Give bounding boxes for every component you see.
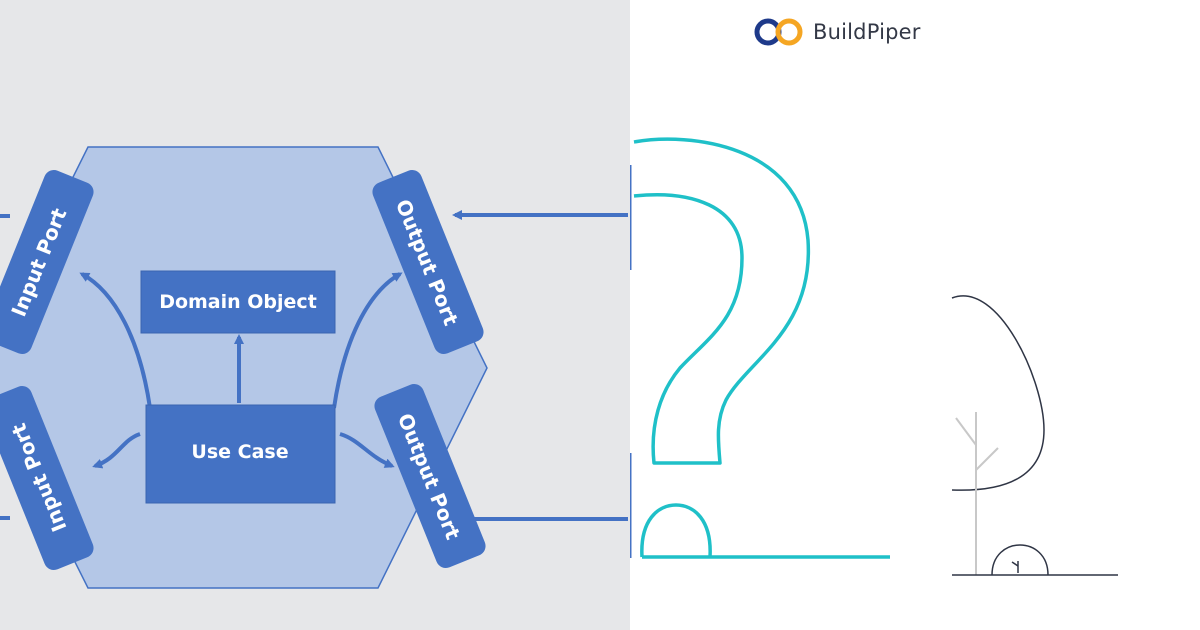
- question-illustration: [630, 137, 1118, 576]
- hexagon-boundary: [0, 146, 488, 589]
- clock-stump-icon: [991, 544, 1049, 576]
- domain-object-box: [140, 270, 336, 334]
- hexagonal-architecture-diagram: Domain Object Use Case Input Port Input …: [0, 146, 628, 589]
- infinity-logo-icon: [754, 18, 803, 46]
- brand-logo[interactable]: BuildPiper: [753, 14, 921, 50]
- question-mark-icon: [633, 137, 811, 465]
- tree-canopy-icon: [951, 295, 1045, 491]
- arrow-usecase-to-input-bottom: [92, 432, 141, 469]
- brand-name: BuildPiper: [813, 20, 921, 44]
- question-dot-icon: [640, 503, 712, 558]
- tree-branch-right: [975, 447, 999, 471]
- arrow-usecase-to-output-top: [332, 272, 403, 409]
- use-case-label: Use Case: [191, 441, 288, 463]
- clock-hand-b: [1011, 561, 1019, 567]
- architecture-diagram-panel: Domain Object Use Case Input Port Input …: [0, 0, 630, 630]
- arrow-usecase-to-output-bottom: [339, 432, 395, 468]
- use-case-box: [145, 404, 336, 504]
- domain-object-label: Domain Object: [159, 291, 317, 313]
- arrow-usecase-to-input-top: [79, 272, 152, 409]
- tree-branch-left: [955, 417, 977, 446]
- illustration-panel: BuildPiper: [630, 0, 1200, 630]
